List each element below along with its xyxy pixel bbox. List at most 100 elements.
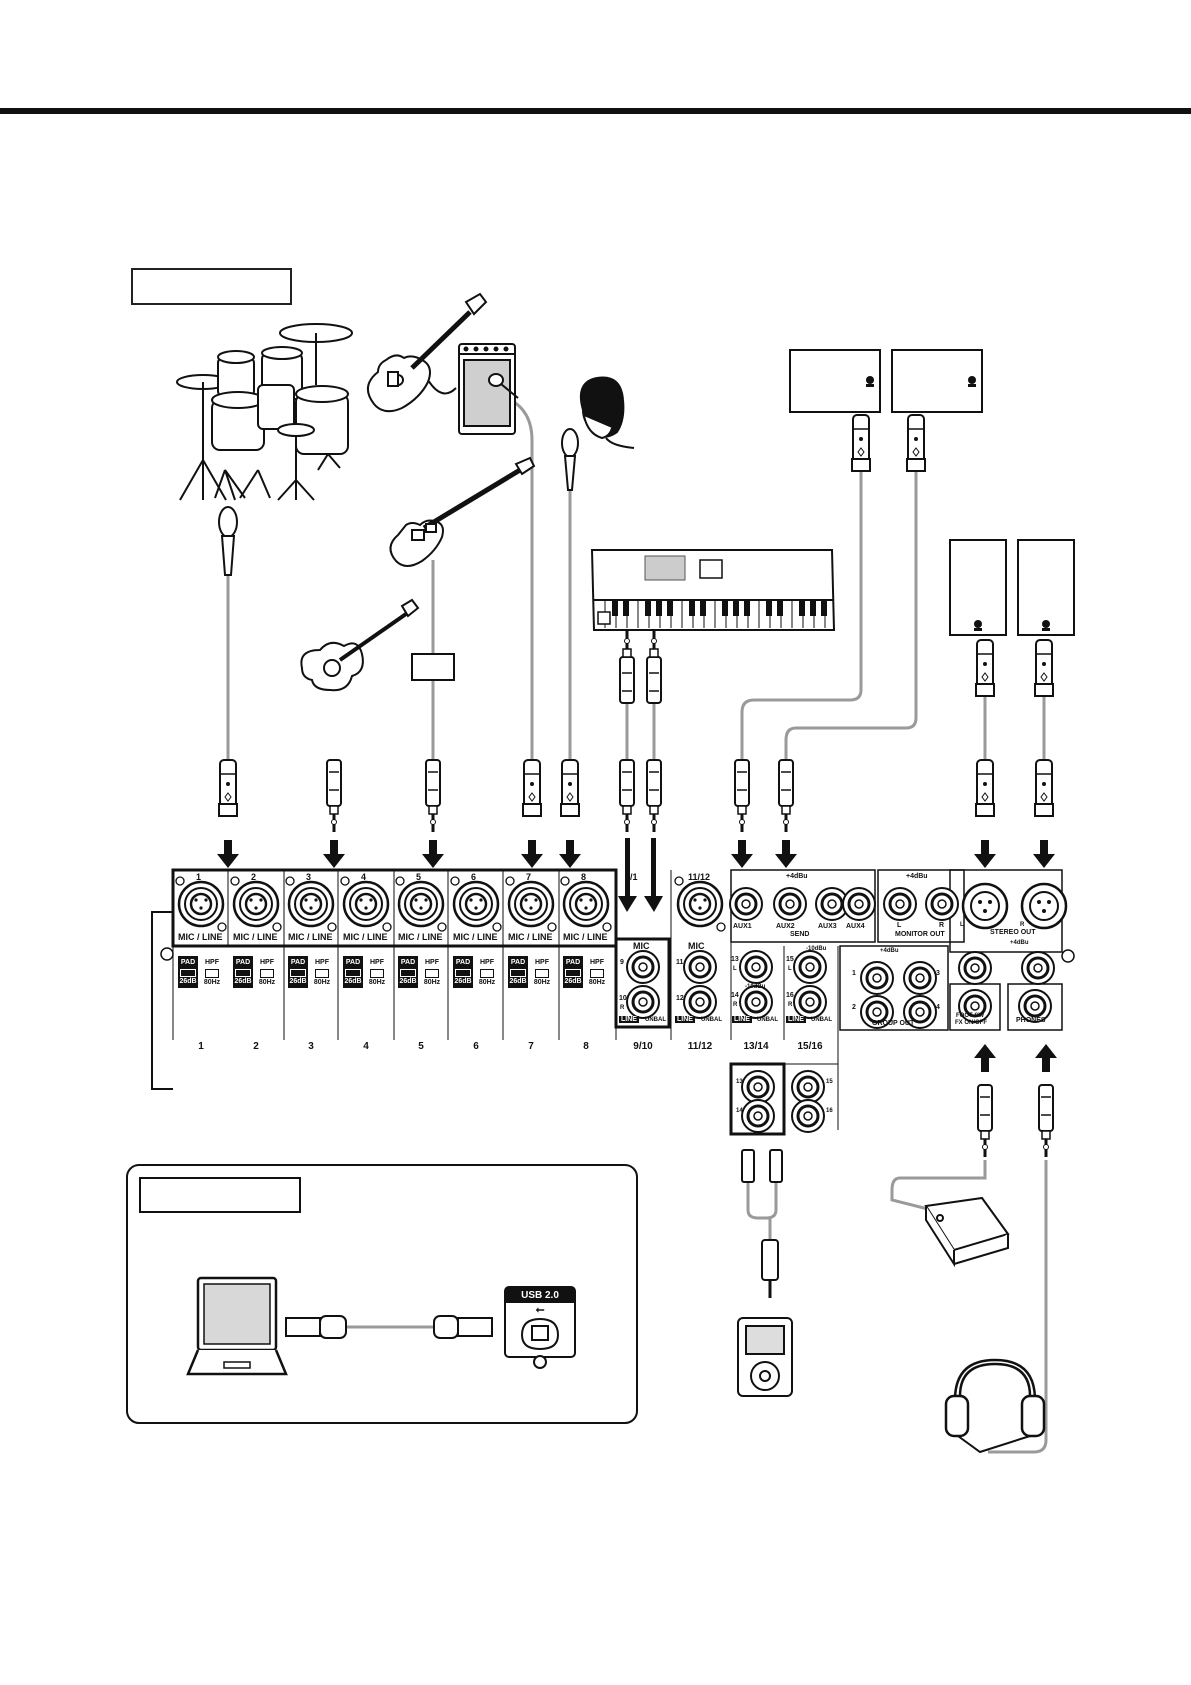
pad-switch-button — [565, 969, 581, 977]
aux2-label: AUX2 — [776, 923, 795, 930]
main-speaker-right — [1017, 539, 1075, 636]
ch15-16-level: -10dBu — [806, 946, 827, 952]
ch11-12-line: LINE — [675, 1016, 695, 1023]
jack-label: MIC / LINE — [508, 932, 553, 942]
acoustic-guitar-illustration — [300, 598, 420, 692]
ch15-16-unbal: UNBAL — [811, 1017, 832, 1023]
hpf-switch-button — [480, 969, 494, 978]
jack-label: MIC / LINE — [563, 932, 608, 942]
hpf-switch[interactable]: HPF 80Hz — [202, 956, 222, 988]
pad-switch-button — [455, 969, 471, 977]
hpf-value: 80Hz — [313, 979, 331, 986]
xlr-plug — [560, 759, 580, 817]
ch15-label: 15 — [786, 956, 794, 963]
pad-value: 26dB — [179, 978, 197, 985]
stereo-out-label: STEREO OUT — [990, 929, 1036, 936]
jack-label: MIC / LINE — [288, 932, 333, 942]
phone-plug — [777, 758, 795, 834]
group-3: 3 — [936, 970, 940, 977]
xlr-plug — [975, 759, 995, 817]
hpf-switch-button — [535, 969, 549, 978]
music-player-illustration — [737, 1317, 793, 1397]
ch4-number: 4 — [361, 872, 367, 882]
usb-b-plug — [433, 1315, 493, 1339]
pad-value: 26dB — [344, 978, 362, 985]
xlr-plug — [1034, 639, 1054, 697]
pad-value: 26dB — [399, 978, 417, 985]
pad-switch-button — [235, 969, 251, 977]
ch9-label: 9 — [620, 959, 624, 966]
monitor-level: +4dBu — [906, 873, 928, 880]
hpf-value: 80Hz — [203, 979, 221, 986]
hpf-label: HPF — [425, 959, 439, 966]
pad-label: PAD — [290, 959, 306, 966]
hpf-value: 80Hz — [368, 979, 386, 986]
stereo-out-r: R — [1020, 922, 1025, 928]
rca-cable — [741, 1149, 783, 1298]
hpf-switch-button — [315, 969, 329, 978]
xlr-plug — [218, 759, 238, 817]
cables — [226, 393, 1048, 1454]
ch12-label: 12 — [676, 995, 684, 1002]
send-level: +4dBu — [786, 873, 808, 880]
computer-section-box — [126, 1164, 638, 1424]
pad-switch-button — [290, 969, 306, 977]
bass-guitar-illustration — [389, 456, 536, 567]
ch16-label: 16 — [786, 992, 794, 999]
hpf-label: HPF — [480, 959, 494, 966]
group-4: 4 — [936, 1004, 940, 1011]
pad-switch[interactable]: PAD 26dB — [233, 956, 253, 988]
stereo-out-l: L — [960, 922, 964, 928]
hpf-label: HPF — [205, 959, 219, 966]
send-label: SEND — [790, 931, 810, 938]
phone-plug — [618, 629, 636, 705]
pad-label: PAD — [235, 959, 251, 966]
combo-jacks — [174, 875, 727, 933]
ch13-14-level: -10dBu — [745, 984, 766, 990]
ch13-14-line: LINE — [732, 1016, 752, 1023]
xlr-plug — [522, 759, 542, 817]
usb-a-plug — [285, 1315, 347, 1339]
jack-label: MIC / LINE — [233, 932, 278, 942]
aux3-label: AUX3 — [818, 923, 837, 930]
synth-keyboard-illustration — [590, 549, 836, 631]
pad-value: 26dB — [234, 978, 252, 985]
hpf-switch[interactable]: HPF 80Hz — [312, 956, 332, 988]
hpf-label: HPF — [370, 959, 384, 966]
phone-plug — [645, 629, 663, 705]
hpf-switch-button — [205, 969, 219, 978]
strip-number: 4 — [363, 1041, 369, 1052]
hpf-label: HPF — [315, 959, 329, 966]
ch7-number: 7 — [526, 872, 532, 882]
rca-15: 15 — [826, 1079, 833, 1085]
hpf-switch[interactable]: HPF 80Hz — [367, 956, 387, 988]
ch9-10-top: /1 — [630, 872, 638, 882]
guitar-amp-illustration — [458, 343, 516, 435]
strip-number: 3 — [308, 1041, 314, 1052]
group-2: 2 — [852, 1004, 856, 1011]
pad-switch-button — [400, 969, 416, 977]
ch16-r: R — [788, 1002, 793, 1008]
headphones-illustration — [944, 1358, 1046, 1454]
strip-number: 2 — [253, 1041, 259, 1052]
pad-value: 26dB — [564, 978, 582, 985]
ch15-l: L — [788, 966, 792, 972]
phone-plug — [424, 758, 442, 834]
strip-number: 7 — [528, 1041, 534, 1052]
jack-label: MIC / LINE — [343, 932, 388, 942]
pad-value: 26dB — [509, 978, 527, 985]
ch3-number: 3 — [306, 872, 312, 882]
monitor-l: L — [897, 922, 902, 929]
